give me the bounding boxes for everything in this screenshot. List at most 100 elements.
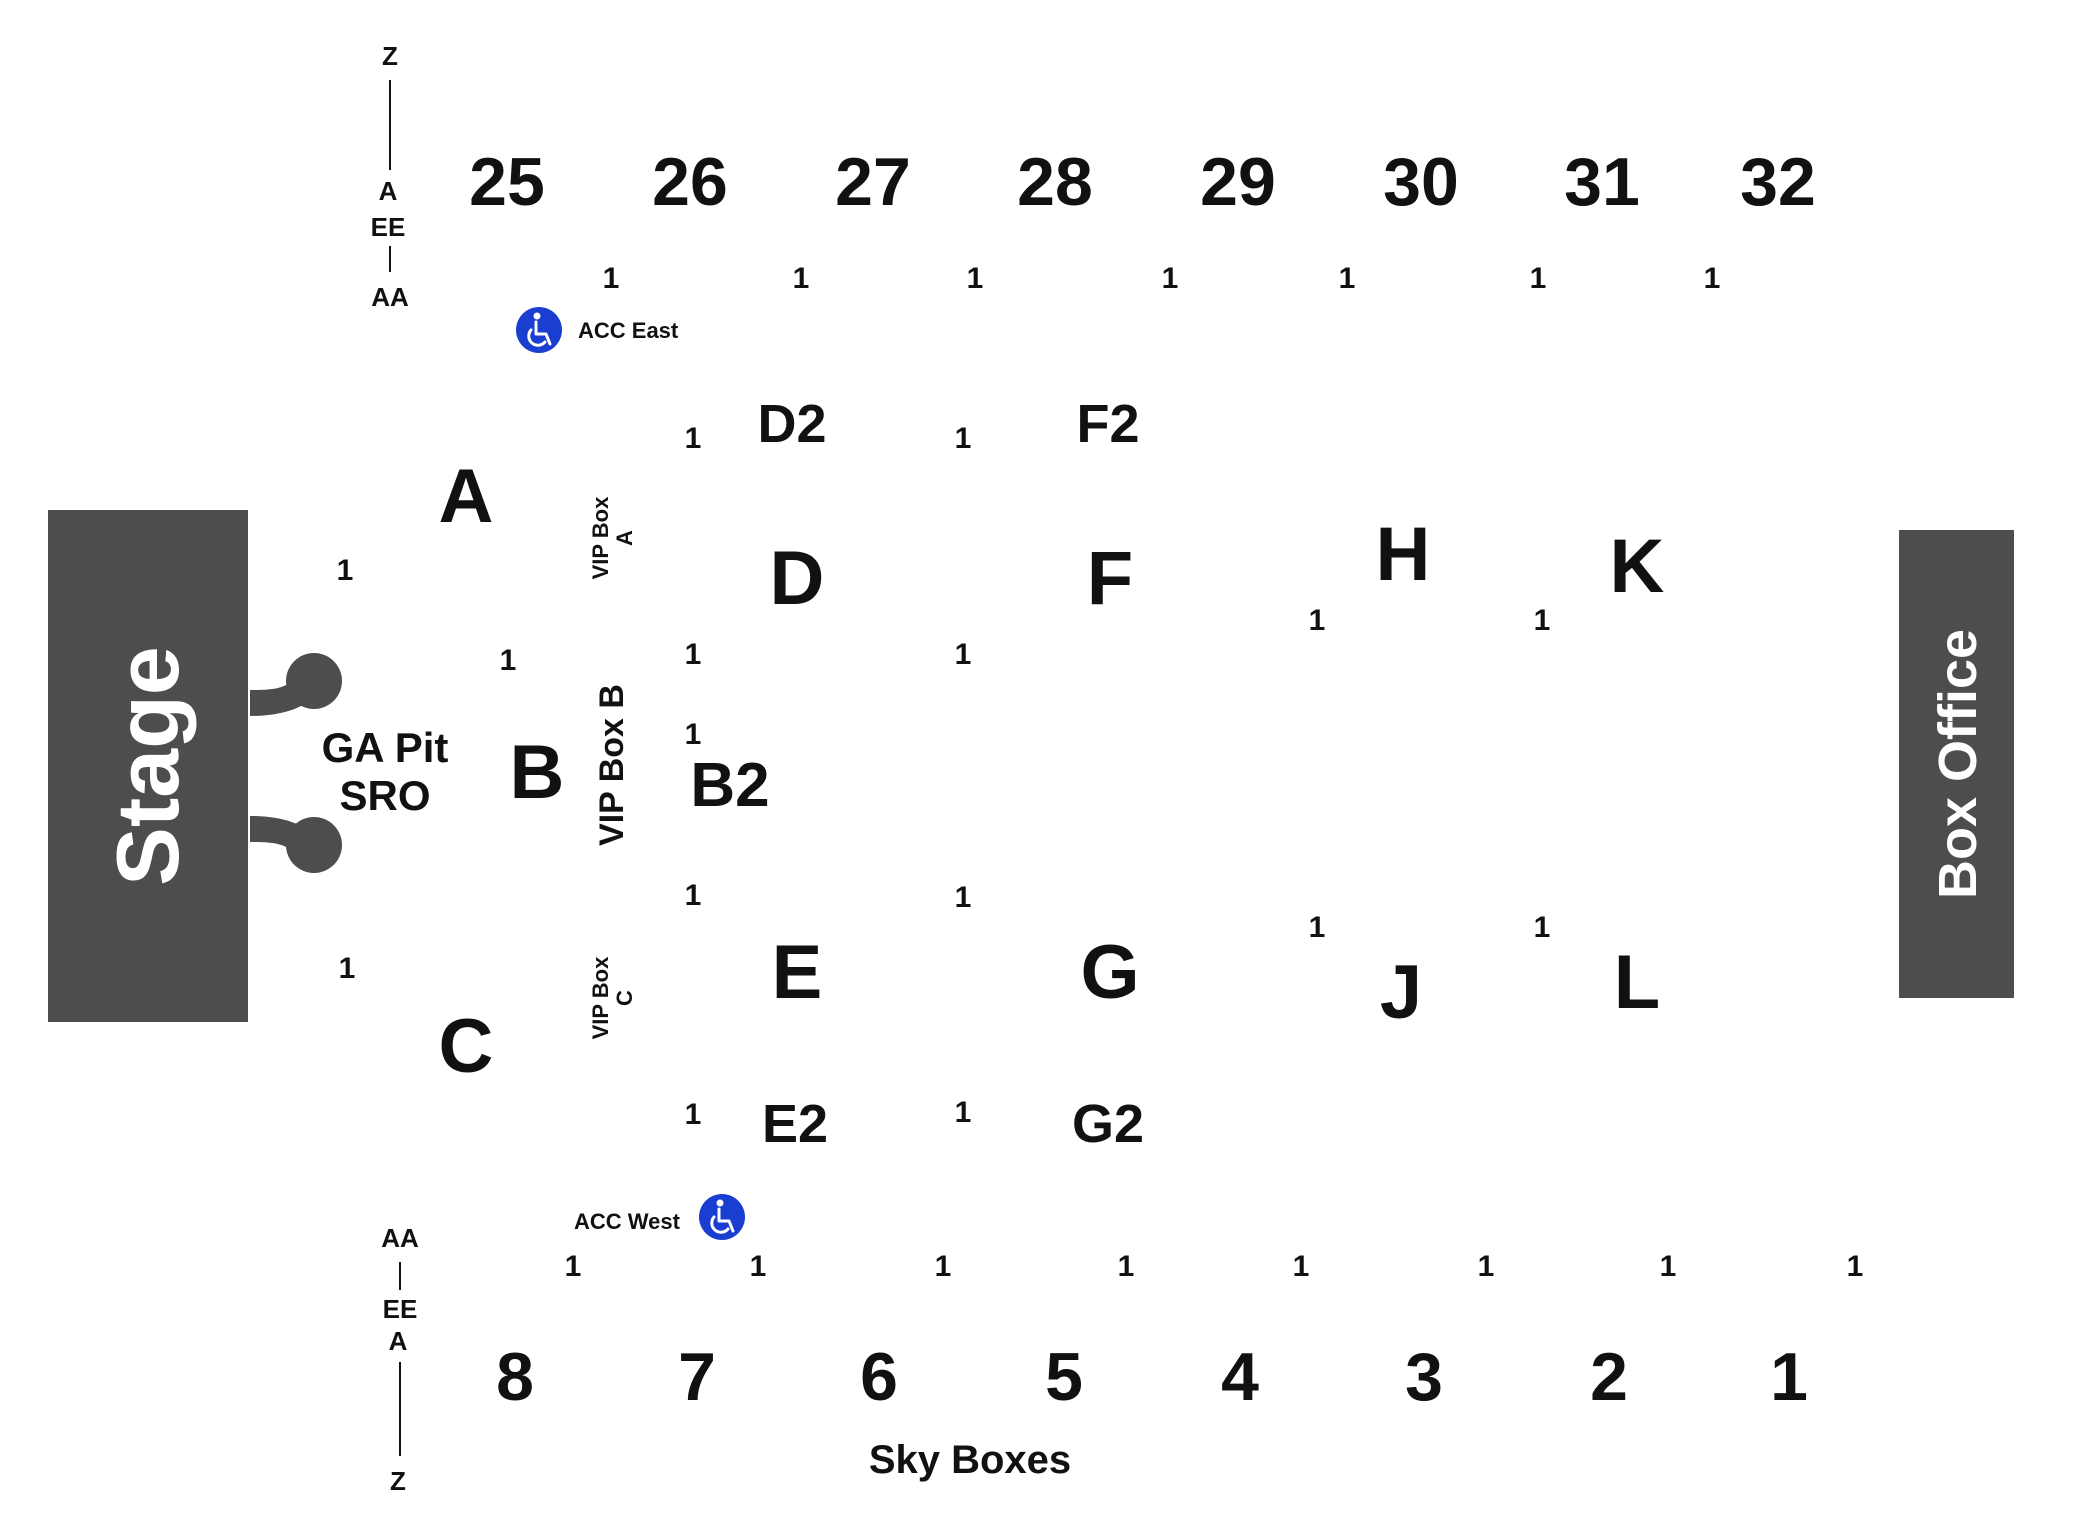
section-32[interactable]: 32 [1740, 144, 1816, 220]
row-marker: 1 [685, 1098, 702, 1131]
row-marker: 1 [685, 718, 702, 751]
lower-row-markers: 1 1 1 1 1 1 1 1 [565, 1250, 1864, 1283]
section-29[interactable]: 29 [1200, 144, 1276, 220]
ga-pit-line1[interactable]: GA Pit [322, 724, 449, 771]
row-marker: 1 [685, 422, 702, 455]
acc-east-label: ACC East [578, 318, 679, 343]
upper-sections: 25 26 27 28 29 30 31 32 [469, 144, 1816, 220]
section-k[interactable]: K [1610, 524, 1665, 609]
section-g2[interactable]: G2 [1072, 1094, 1144, 1154]
row-marker: 1 [1309, 911, 1326, 944]
section-l[interactable]: L [1614, 940, 1660, 1025]
section-25[interactable]: 25 [469, 144, 545, 220]
row-marker: 1 [1162, 262, 1179, 295]
sky-boxes-label[interactable]: Sky Boxes [869, 1438, 1071, 1482]
row-marker: 1 [339, 952, 356, 985]
vip-box-c-line2: C [612, 990, 637, 1006]
section-26[interactable]: 26 [652, 144, 728, 220]
lower-circle [286, 817, 342, 873]
section-g[interactable]: G [1080, 930, 1139, 1015]
row-marker: 1 [955, 1096, 972, 1129]
floor-row-markers: 1 1 1 1 1 1 1 1 1 1 1 1 1 [685, 422, 1551, 1131]
stage[interactable]: Stage [48, 510, 248, 1022]
wheelchair-icon [516, 307, 562, 353]
row-marker: 1 [1478, 1250, 1495, 1283]
upper-circle [286, 653, 342, 709]
row-scale-top-ee: EE [371, 212, 406, 242]
section-b2[interactable]: B2 [690, 751, 769, 820]
section-27[interactable]: 27 [835, 144, 911, 220]
section-8[interactable]: 8 [496, 1339, 534, 1415]
wheelchair-icon [699, 1194, 745, 1240]
row-scale-bottom-ee: EE [383, 1294, 418, 1324]
row-marker: 1 [565, 1250, 582, 1283]
row-marker: 1 [955, 638, 972, 671]
stage-label: Stage [98, 646, 197, 886]
row-marker: 1 [1534, 911, 1551, 944]
ga-pit-markers [250, 653, 342, 873]
section-28[interactable]: 28 [1017, 144, 1093, 220]
row-marker: 1 [955, 881, 972, 914]
row-marker: 1 [1293, 1250, 1310, 1283]
section-3[interactable]: 3 [1405, 1339, 1443, 1415]
box-office-label: Box Office [1928, 629, 1988, 899]
row-marker: 1 [1704, 262, 1721, 295]
row-scale-top-a: A [379, 176, 398, 206]
row-scale-bottom-z: Z [390, 1466, 406, 1496]
row-marker: 1 [1309, 604, 1326, 637]
section-d2[interactable]: D2 [757, 394, 826, 454]
row-marker: 1 [1530, 262, 1547, 295]
vip-box-a[interactable]: VIP Box A [588, 496, 637, 580]
section-4[interactable]: 4 [1221, 1339, 1259, 1415]
row-marker: 1 [337, 554, 354, 587]
box-office-block [1899, 530, 2014, 998]
stage-block [48, 510, 248, 1022]
row-marker: 1 [603, 262, 620, 295]
row-marker: 1 [1660, 1250, 1677, 1283]
row-scale-top-z: Z [382, 41, 398, 71]
row-marker: 1 [793, 262, 810, 295]
acc-west[interactable]: ACC West [574, 1194, 745, 1240]
row-scale-bottom: AA EE A Z [381, 1223, 419, 1496]
row-scale-top-aa: AA [371, 282, 409, 312]
lower-sections: 8 7 6 5 4 3 2 1 [496, 1339, 1808, 1415]
row-marker: 1 [1118, 1250, 1135, 1283]
section-e2[interactable]: E2 [762, 1094, 828, 1154]
section-f[interactable]: F [1087, 536, 1133, 621]
section-1[interactable]: 1 [1770, 1339, 1808, 1415]
row-marker: 1 [955, 422, 972, 455]
row-marker: 1 [1847, 1250, 1864, 1283]
vip-box-a-line1: VIP Box [588, 496, 613, 580]
row-marker: 1 [750, 1250, 767, 1283]
section-f2[interactable]: F2 [1076, 394, 1139, 454]
upper-row-markers: 1 1 1 1 1 1 1 [603, 262, 1721, 295]
section-j[interactable]: J [1380, 950, 1422, 1035]
row-marker: 1 [935, 1250, 952, 1283]
section-31[interactable]: 31 [1564, 144, 1640, 220]
box-office[interactable]: Box Office [1899, 530, 2014, 998]
vip-box-c[interactable]: VIP Box C [588, 956, 637, 1040]
vip-box-b[interactable]: VIP Box B [593, 684, 631, 846]
section-h[interactable]: H [1376, 512, 1431, 597]
acc-east[interactable]: ACC East [516, 307, 679, 353]
row-scale-top: Z A EE AA [371, 41, 409, 312]
section-5[interactable]: 5 [1045, 1339, 1083, 1415]
vip-box-a-line2: A [612, 530, 637, 546]
section-c[interactable]: C [439, 1004, 494, 1089]
row-marker: 1 [1534, 604, 1551, 637]
section-a[interactable]: A [439, 454, 494, 539]
section-2[interactable]: 2 [1590, 1339, 1628, 1415]
section-e[interactable]: E [772, 930, 823, 1015]
section-b[interactable]: B [510, 730, 565, 815]
section-7[interactable]: 7 [678, 1339, 716, 1415]
section-6[interactable]: 6 [860, 1339, 898, 1415]
acc-west-label: ACC West [574, 1209, 681, 1234]
row-marker: 1 [685, 638, 702, 671]
row-scale-bottom-aa: AA [381, 1223, 419, 1253]
ga-pit-line2[interactable]: SRO [339, 772, 430, 819]
row-marker: 1 [500, 644, 517, 677]
section-30[interactable]: 30 [1383, 144, 1459, 220]
row-scale-bottom-a: A [389, 1326, 408, 1356]
section-d[interactable]: D [770, 536, 825, 621]
